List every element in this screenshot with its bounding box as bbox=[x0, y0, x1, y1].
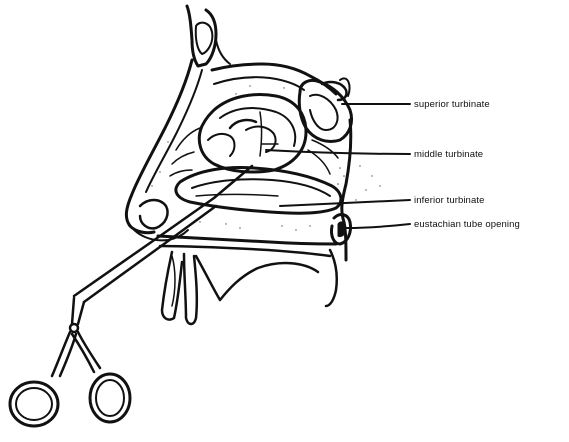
label-inferior-turbinate: inferior turbinate bbox=[414, 195, 484, 206]
stipple-dots bbox=[151, 85, 380, 230]
leader-lines bbox=[266, 104, 410, 228]
nasal-dorsum bbox=[126, 60, 192, 233]
labels: superior turbinate middle turbinate infe… bbox=[414, 99, 520, 230]
middle-turbinate bbox=[199, 95, 306, 172]
forceps-hinge bbox=[70, 324, 78, 332]
soft-palate bbox=[326, 250, 337, 306]
forceps bbox=[10, 166, 252, 426]
maxilla bbox=[162, 252, 182, 320]
label-eustachian-tube-opening: eustachian tube opening bbox=[414, 219, 520, 230]
label-superior-turbinate: superior turbinate bbox=[414, 99, 490, 110]
nasal-ala bbox=[140, 200, 168, 228]
nasal-cavity-drawing bbox=[126, 6, 380, 324]
hard-palate bbox=[158, 236, 336, 244]
label-middle-turbinate: middle turbinate bbox=[414, 149, 483, 160]
forceps-shaft bbox=[74, 166, 252, 296]
